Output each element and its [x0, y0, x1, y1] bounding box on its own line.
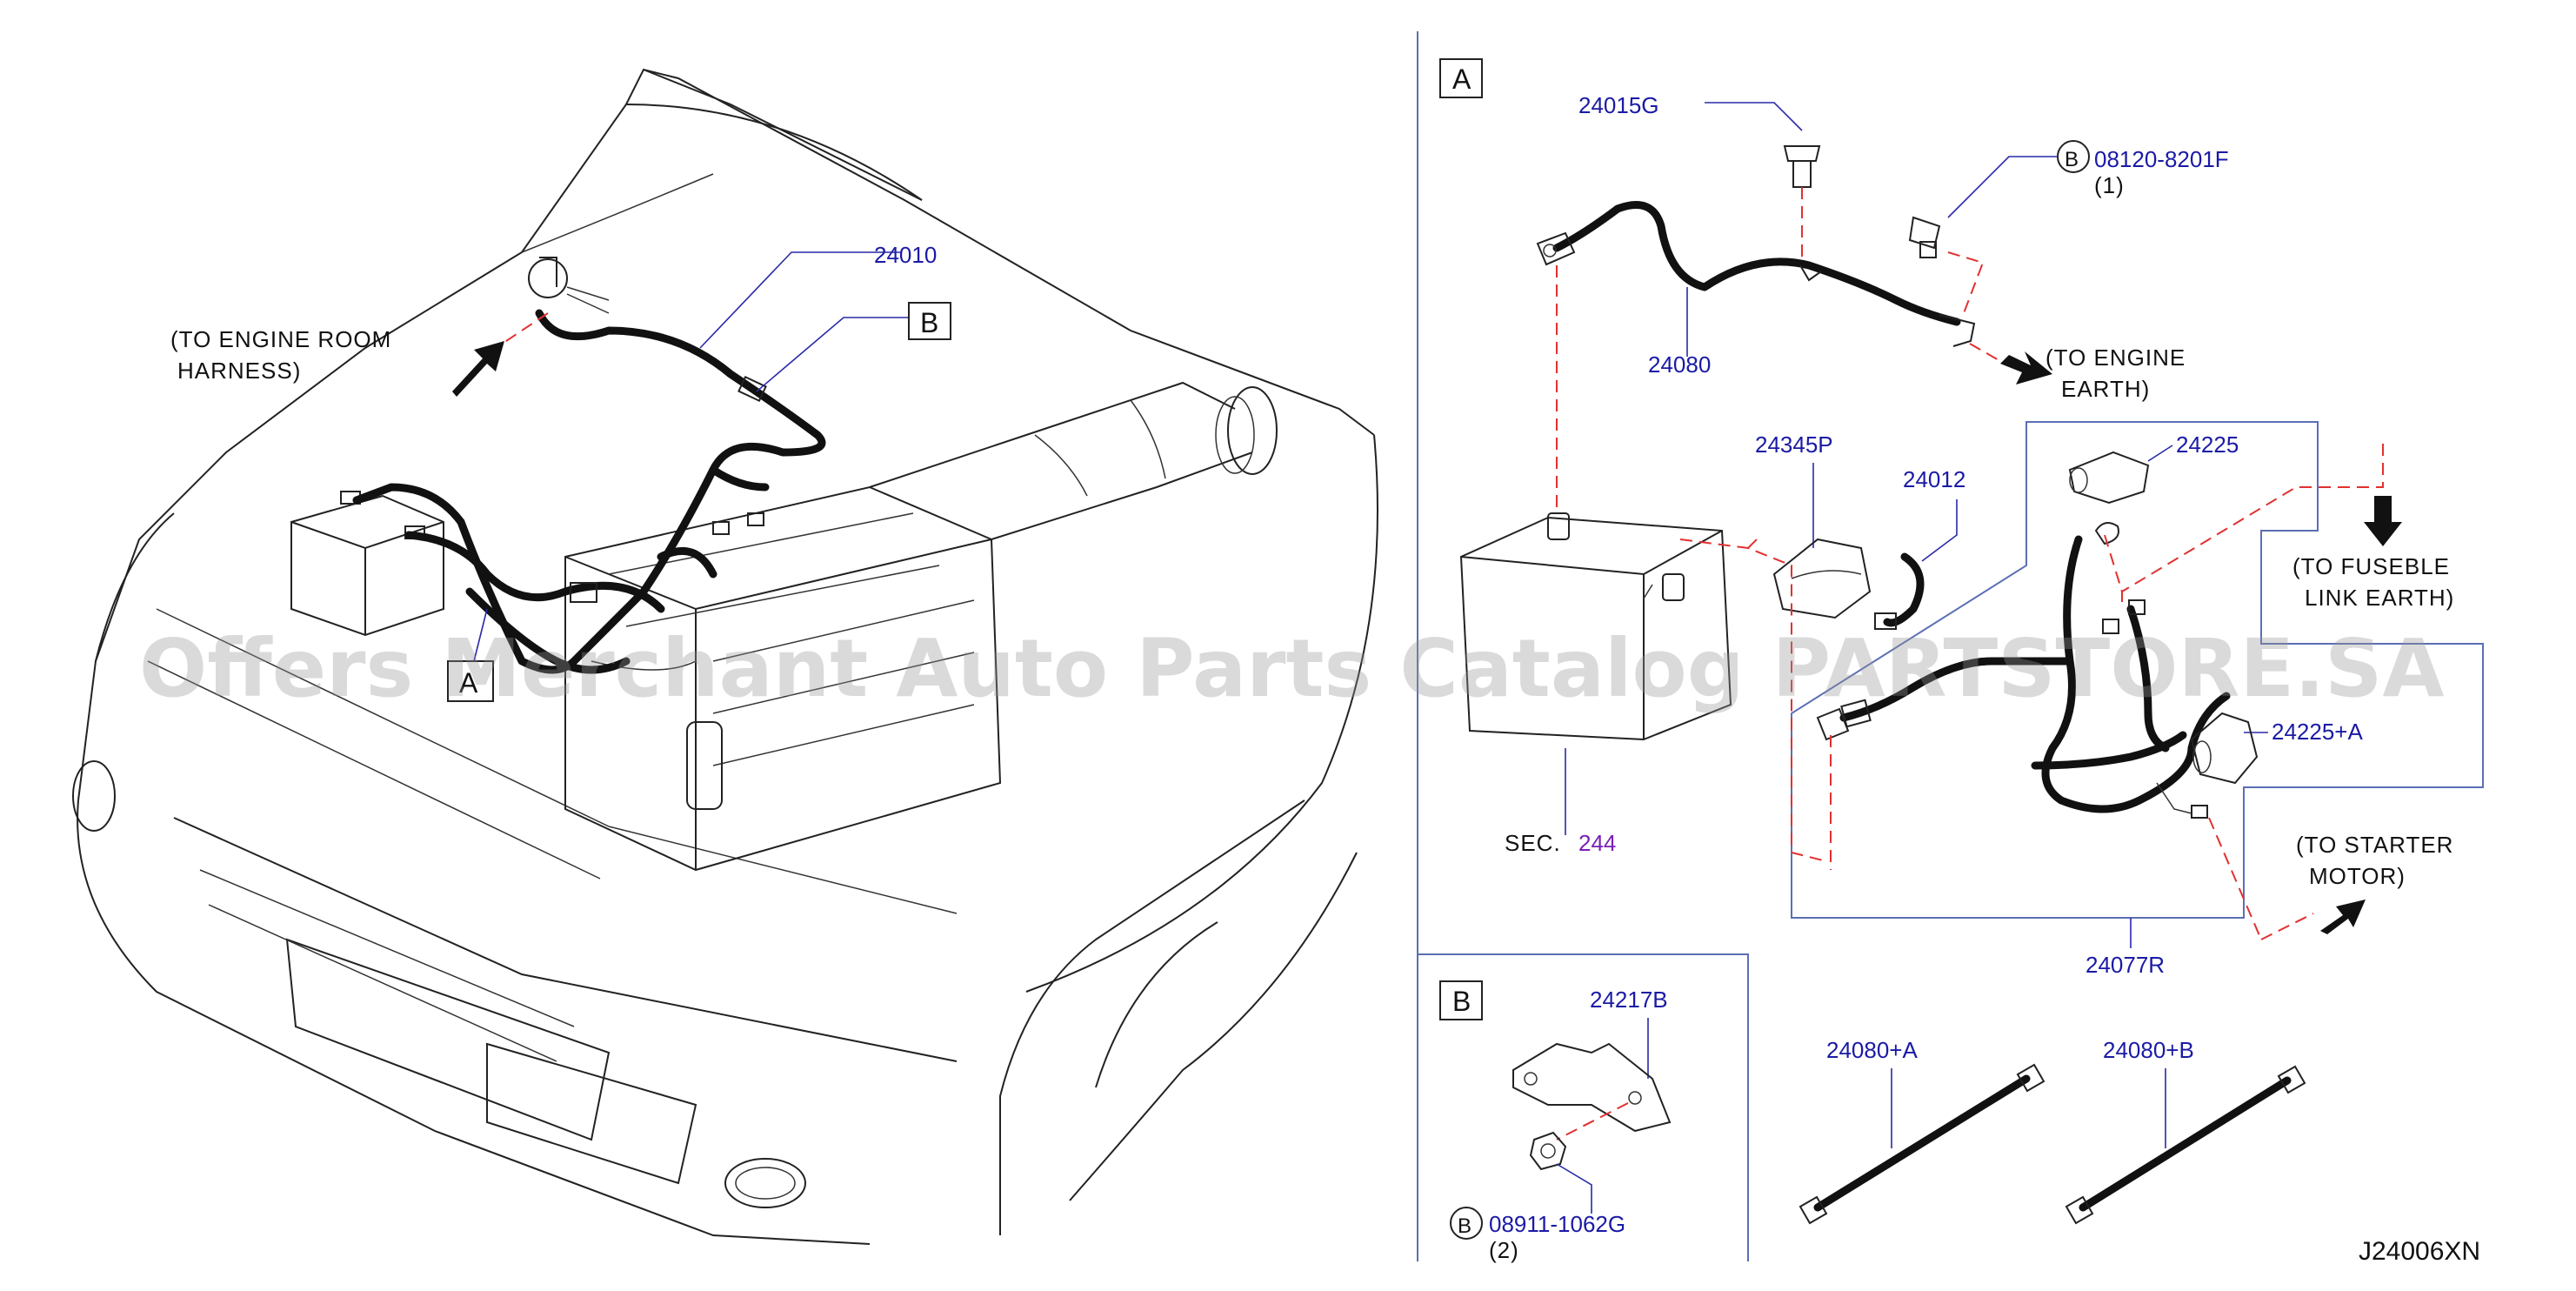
vehicle-overview: A (TO ENGINE ROOM HARNESS) 24010 B [72, 68, 1378, 1245]
label-24345P[interactable]: 24345P [1755, 431, 1833, 458]
label-24225A[interactable]: 24225+A [2272, 719, 2363, 745]
label-24080[interactable]: 24080 [1648, 351, 1711, 378]
label-24080A[interactable]: 24080+A [1826, 1037, 1918, 1063]
sec-number-244[interactable]: 244 [1578, 830, 1616, 856]
note-engine-earth-1: (TO ENGINE [2045, 344, 2186, 371]
qty-08120-8201F: (1) [2094, 172, 2125, 198]
arrow-to-starter-motor [2320, 900, 2366, 934]
arrow-to-engine-room-harness [452, 341, 504, 397]
note-engine-room-2: HARNESS) [177, 358, 301, 384]
label-08120-8201F[interactable]: 08120-8201F [2094, 146, 2229, 172]
diagram-code: J24006XN [2359, 1237, 2480, 1266]
note-starter-1: (TO STARTER [2296, 832, 2453, 858]
callout-b-overview: B [920, 307, 938, 338]
section-a-label: A [1452, 64, 1472, 95]
note-fuseble-1: (TO FUSEBLE [2292, 553, 2450, 579]
section-b: B 24217B B 08911-1062G (2) [1439, 980, 1672, 1263]
note-engine-room-1: (TO ENGINE ROOM [170, 326, 391, 352]
note-starter-2: MOTOR) [2309, 863, 2406, 889]
arrow-to-engine-earth [2000, 351, 2052, 385]
note-fuseble-2: LINK EARTH) [2305, 585, 2454, 611]
label-24012[interactable]: 24012 [1903, 466, 1965, 492]
ref-b-08120: B [2065, 148, 2079, 171]
section-b-frame [1418, 953, 1749, 1261]
qty-08911-1062G: (2) [1489, 1237, 1519, 1263]
note-engine-earth-2: EARTH) [2061, 376, 2150, 402]
label-24077R[interactable]: 24077R [2085, 952, 2165, 978]
ref-b-08911: B [1458, 1214, 1472, 1238]
callout-a-overview: A [459, 667, 478, 699]
section-b-label: B [1452, 986, 1471, 1017]
label-24010[interactable]: 24010 [874, 242, 937, 268]
label-24217B[interactable]: 24217B [1590, 987, 1668, 1013]
label-24015G[interactable]: 24015G [1578, 92, 1659, 118]
arrow-to-fuseble-link [2364, 496, 2402, 546]
section-a: A 24015G B 08120-8201F (1) 24080 (TO ENG… [1439, 58, 2484, 1225]
label-24225[interactable]: 24225 [2176, 431, 2239, 458]
sec-prefix: SEC. [1505, 830, 1561, 856]
label-08911-1062G[interactable]: 08911-1062G [1489, 1211, 1625, 1237]
watermark: Offers Merchant Auto Parts Catalog PARTS… [139, 622, 2445, 715]
label-24080B[interactable]: 24080+B [2103, 1037, 2194, 1063]
